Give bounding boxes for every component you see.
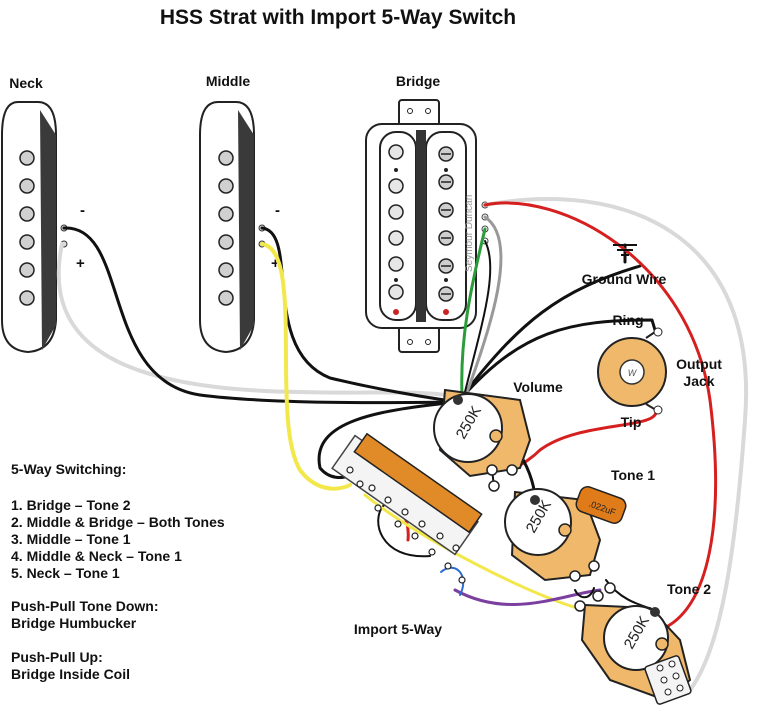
ground-wire-label: Ground Wire xyxy=(582,271,667,287)
tone2-label: Tone 2 xyxy=(667,581,711,597)
switch-position-1: 1. Bridge – Tone 2 xyxy=(11,497,131,513)
ring-label: Ring xyxy=(612,312,643,328)
yellow-wire-tone xyxy=(363,493,587,612)
neck-minus-label: - xyxy=(80,202,85,219)
switching-notes: 5-Way Switching: 1. Bridge – Tone 2 2. M… xyxy=(11,461,225,682)
middle-pole-pieces xyxy=(218,150,234,306)
pushpull-down-text: Bridge Humbucker xyxy=(11,615,137,631)
black-wire-middle xyxy=(260,226,460,404)
tip-label: Tip xyxy=(621,414,642,430)
gray-wire xyxy=(464,215,503,397)
wires xyxy=(56,197,749,692)
tone1-pot: 250K xyxy=(504,488,602,582)
neck-plus-label: + xyxy=(76,255,85,272)
switch-position-2: 2. Middle & Bridge – Both Tones xyxy=(11,514,225,530)
jack-w-label: W xyxy=(628,368,638,378)
black-wire-switch xyxy=(317,400,460,480)
switch-position-3: 3. Middle – Tone 1 xyxy=(11,531,131,547)
yellow-wire-middle xyxy=(260,242,352,491)
bridge-humbucker: Bridge Seymour Duncan xyxy=(365,73,489,353)
switch-position-4: 4. Middle & Neck – Tone 1 xyxy=(11,548,182,564)
neck-label: Neck xyxy=(9,75,43,91)
diagram-title: HSS Strat with Import 5-Way Switch xyxy=(160,6,516,29)
middle-pickup: Middle - + xyxy=(199,73,280,354)
middle-plus-label: + xyxy=(271,255,280,272)
tone-capacitor: .022uF xyxy=(575,486,627,524)
red-wire-bridge xyxy=(483,201,718,632)
tone2-pot: 250K xyxy=(574,582,692,705)
output-jack: W xyxy=(597,327,667,415)
pushpull-up-text: Bridge Inside Coil xyxy=(11,666,130,682)
bridge-label: Bridge xyxy=(396,73,441,89)
output-label: Output xyxy=(676,356,722,372)
bridge-pole-pieces xyxy=(388,144,404,300)
pushpull-up-title: Push-Pull Up: xyxy=(11,649,103,665)
middle-minus-label: - xyxy=(275,202,280,219)
black-wire-neck xyxy=(62,226,460,405)
jack-label: Jack xyxy=(683,373,714,389)
white-wire-bridge xyxy=(483,197,749,692)
pickup-brand-text: Seymour Duncan xyxy=(464,195,475,272)
black-wire-ground xyxy=(456,264,642,404)
five-way-switch xyxy=(331,432,483,584)
switching-title: 5-Way Switching: xyxy=(11,461,126,477)
switch-position-5: 5. Neck – Tone 1 xyxy=(11,565,120,581)
volume-label: Volume xyxy=(513,379,563,395)
pushpull-down-title: Push-Pull Tone Down: xyxy=(11,598,159,614)
purple-wire xyxy=(453,588,602,606)
green-wire xyxy=(460,227,487,397)
switch-label: Import 5-Way xyxy=(354,621,442,637)
volume-pot: 250K xyxy=(433,388,532,492)
neck-pickup: Neck - + xyxy=(1,75,85,354)
ground-symbol xyxy=(613,244,637,256)
tone1-label: Tone 1 xyxy=(611,467,655,483)
middle-label: Middle xyxy=(206,73,251,89)
neck-pickup-bobbin xyxy=(40,110,56,350)
neck-pole-pieces xyxy=(19,150,35,306)
black-wire-ring xyxy=(456,318,657,404)
